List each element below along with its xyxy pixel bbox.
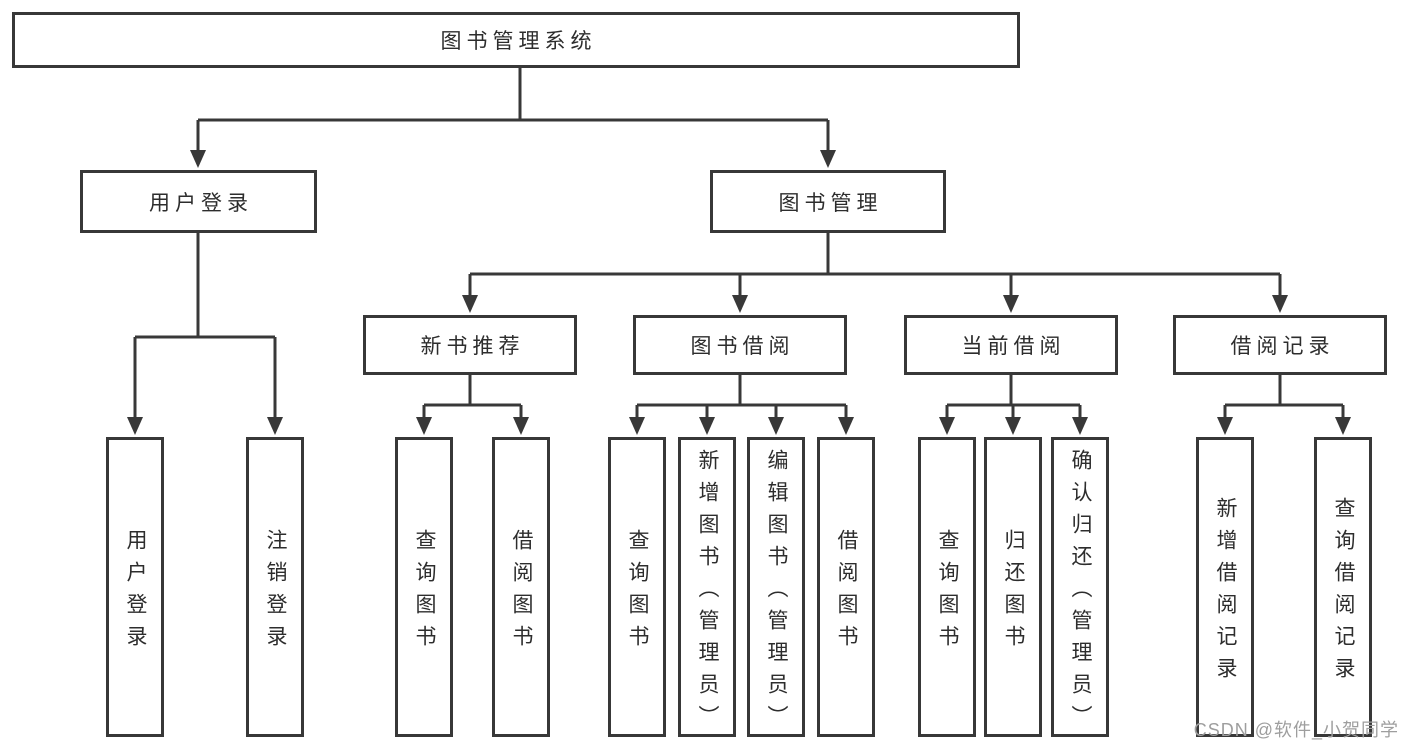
- connector-borrow-to-leaves: [635, 375, 848, 417]
- arrowhead: [1217, 417, 1233, 435]
- leaf-borrow-add-books-admin: 新增图书（管理员）: [678, 437, 736, 737]
- arrowhead: [267, 417, 283, 435]
- node-label: 查询借阅记录: [1332, 496, 1355, 689]
- connector-root-to-level2: [196, 68, 830, 152]
- leaf-current-confirm-return-admin: 确认归还（管理员）: [1051, 437, 1109, 737]
- connector-manage-to-level3: [468, 233, 1282, 296]
- node-label: 查询图书: [413, 528, 436, 657]
- arrowhead: [820, 150, 836, 168]
- connector-login-to-leaves: [133, 233, 277, 417]
- node-book-manage: 图书管理: [710, 170, 946, 233]
- leaf-current-query-books: 查询图书: [918, 437, 976, 737]
- arrowhead: [1072, 417, 1088, 435]
- arrowhead: [190, 150, 206, 168]
- node-label: 当前借阅: [961, 335, 1066, 358]
- arrowhead: [1272, 295, 1288, 313]
- node-label: 归还图书: [1002, 528, 1025, 657]
- node-book-borrow: 图书借阅: [633, 315, 847, 375]
- leaf-borrow-query-books: 查询图书: [608, 437, 666, 737]
- arrowhead: [939, 417, 955, 435]
- leaf-recommend-query-books: 查询图书: [395, 437, 453, 737]
- leaf-current-return-books: 归还图书: [984, 437, 1042, 737]
- leaf-records-query-borrow-record: 查询借阅记录: [1314, 437, 1372, 737]
- arrowhead: [732, 295, 748, 313]
- node-label: 借阅记录: [1230, 335, 1335, 358]
- node-label: 图书管理系统: [440, 30, 597, 53]
- node-label: 注销登录: [264, 528, 287, 657]
- node-label: 用户登录: [149, 191, 253, 215]
- node-label: 用户登录: [124, 528, 147, 657]
- arrowhead: [629, 417, 645, 435]
- node-label: 新增图书（管理员）: [696, 448, 719, 737]
- node-current-borrow: 当前借阅: [904, 315, 1118, 375]
- arrowhead: [838, 417, 854, 435]
- connector-records-to-leaves: [1223, 375, 1345, 417]
- node-label: 借阅图书: [510, 528, 533, 657]
- arrowhead: [1005, 417, 1021, 435]
- arrowhead: [768, 417, 784, 435]
- connector-recommend-to-leaves: [422, 375, 523, 417]
- leaf-borrow-edit-books-admin: 编辑图书（管理员）: [747, 437, 805, 737]
- node-label: 查询图书: [626, 528, 649, 657]
- node-label: 新书推荐: [420, 335, 525, 358]
- node-label: 图书借阅: [690, 335, 795, 358]
- leaf-user-login: 用户登录: [106, 437, 164, 737]
- node-root-system: 图书管理系统: [12, 12, 1020, 68]
- node-user-login: 用户登录: [80, 170, 317, 233]
- node-label: 确认归还（管理员）: [1069, 448, 1092, 737]
- node-label: 借阅图书: [835, 528, 858, 657]
- leaf-borrow-borrow-books: 借阅图书: [817, 437, 875, 737]
- node-label: 查询图书: [936, 528, 959, 657]
- arrowhead: [513, 417, 529, 435]
- node-borrow-records: 借阅记录: [1173, 315, 1387, 375]
- node-label: 编辑图书（管理员）: [765, 448, 788, 737]
- arrowhead: [1335, 417, 1351, 435]
- arrowhead: [699, 417, 715, 435]
- leaf-recommend-borrow-books: 借阅图书: [492, 437, 550, 737]
- node-new-book-recommend: 新书推荐: [363, 315, 577, 375]
- node-label: 图书管理: [778, 191, 883, 215]
- connector-current-to-leaves: [945, 375, 1082, 417]
- leaf-logout-login: 注销登录: [246, 437, 304, 737]
- arrowhead: [127, 417, 143, 435]
- arrowhead: [416, 417, 432, 435]
- arrowhead: [1003, 295, 1019, 313]
- arrowhead: [462, 295, 478, 313]
- arrowheads: [127, 150, 1351, 435]
- watermark: CSDN @软件_小贺同学: [1193, 720, 1399, 740]
- node-label: 新增借阅记录: [1214, 496, 1237, 689]
- leaf-records-add-borrow-record: 新增借阅记录: [1196, 437, 1254, 737]
